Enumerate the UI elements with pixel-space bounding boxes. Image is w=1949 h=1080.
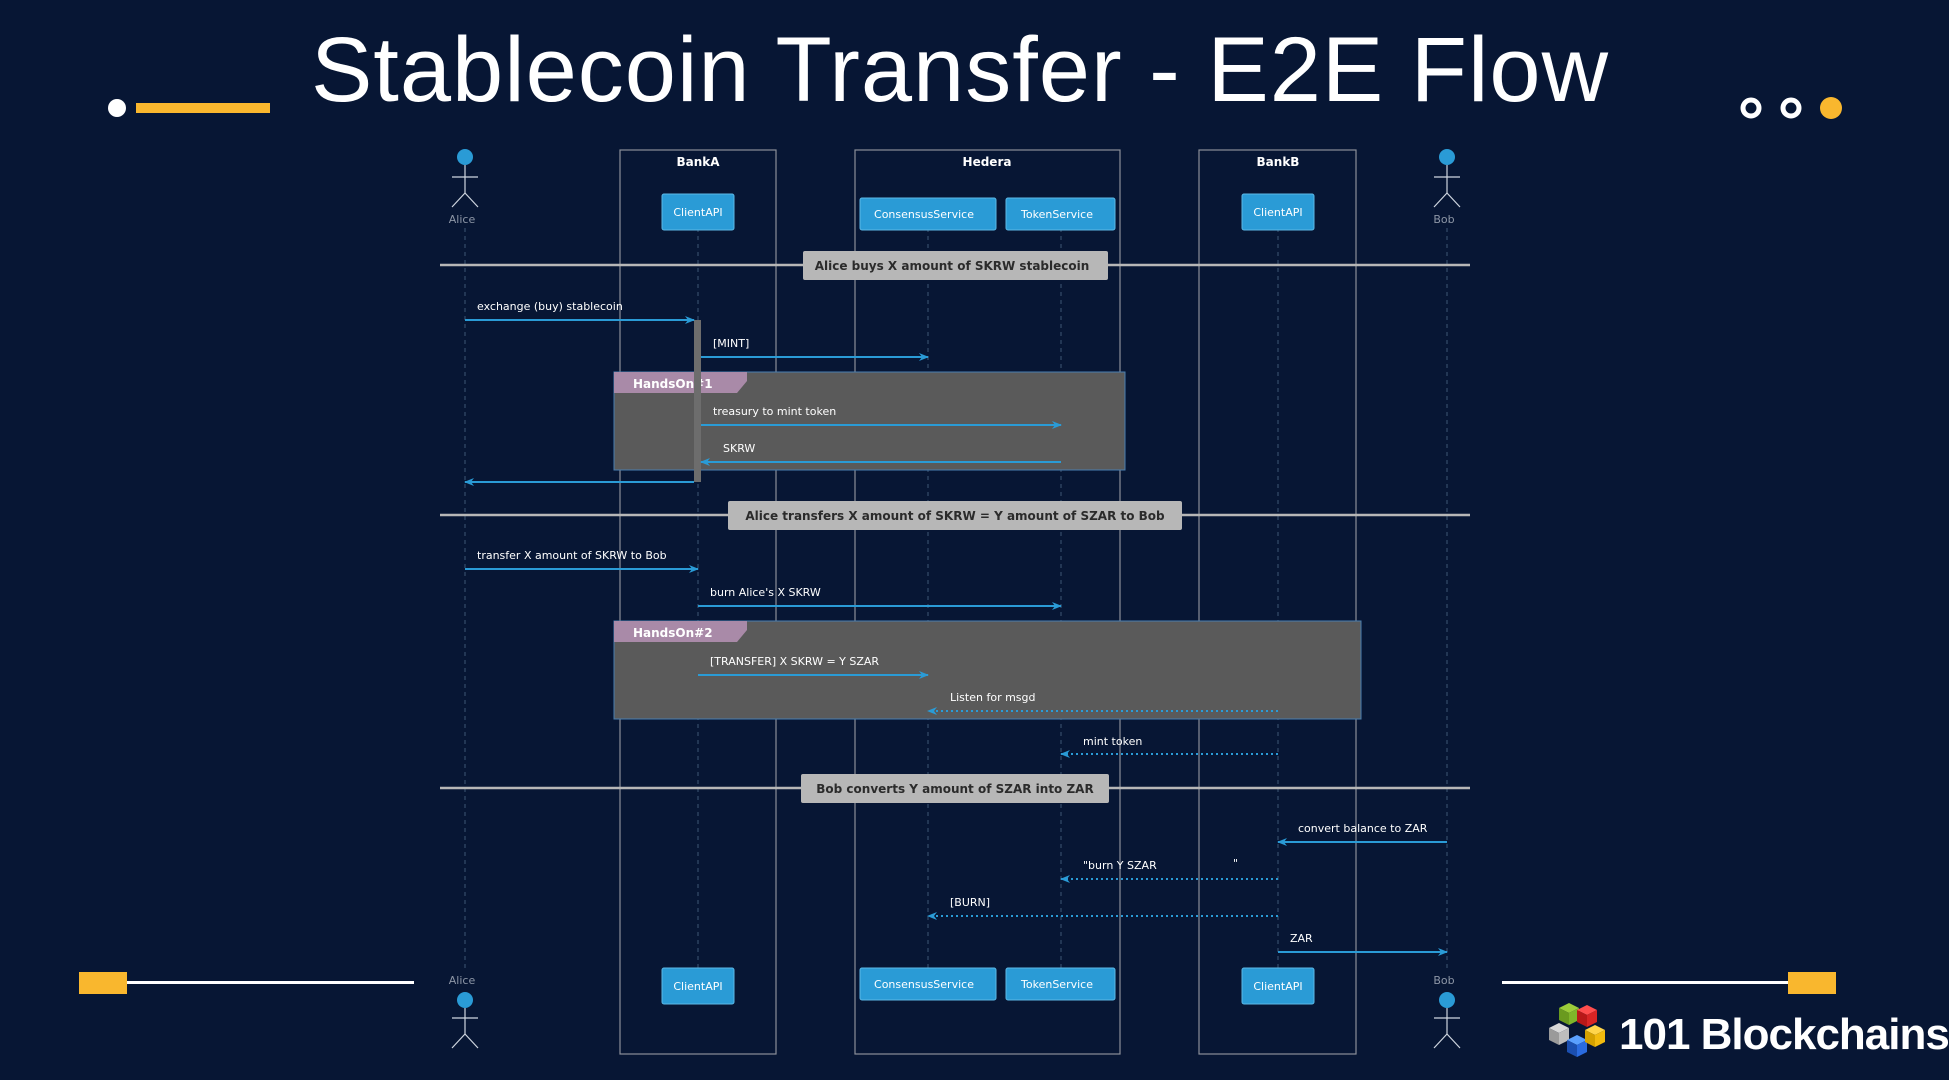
handson-2-frame: HandsOn#2	[613, 620, 1362, 720]
section-divider-1: Alice buys X amount of SKRW stablecoin	[440, 251, 1470, 280]
participant-label: TokenService	[1020, 208, 1093, 221]
message-label: transfer X amount of SKRW to Bob	[477, 549, 667, 562]
actor-alice-top: Alice	[449, 149, 479, 226]
message-burn-alice: burn Alice's X SKRW	[698, 586, 1062, 610]
actor-label-alice-bottom: Alice	[449, 974, 476, 987]
message-mint-token: mint token	[1060, 735, 1278, 758]
handson-label: HandsOn#2	[633, 626, 713, 640]
actor-alice-bottom: Alice	[449, 974, 479, 1049]
participant-token-service-bottom: TokenService	[1005, 967, 1116, 1001]
brand-logo: 101 Blockchains	[1545, 1000, 1949, 1070]
participant-label: ClientAPI	[1253, 206, 1302, 219]
participant-label: ConsensusService	[874, 208, 974, 221]
group-label-hedera: Hedera	[963, 155, 1012, 169]
participant-label: TokenService	[1020, 978, 1093, 991]
participant-label: ClientAPI	[673, 206, 722, 219]
actor-bob-top: Bob	[1433, 149, 1461, 226]
bottom-left-decoration	[79, 972, 414, 994]
handson-1-frame: HandsOn#1	[613, 371, 1126, 471]
top-right-decoration	[1740, 97, 1842, 119]
actor-label-alice-top: Alice	[449, 213, 476, 226]
group-label-bankb: BankB	[1257, 155, 1300, 169]
brand-name: 101 Blockchains	[1619, 1010, 1949, 1059]
message-listen-for-msgd: Listen for msgd	[927, 691, 1278, 715]
actor-label-bob-bottom: Bob	[1433, 974, 1454, 987]
participant-label: ClientAPI	[1253, 980, 1302, 993]
message-label: [MINT]	[713, 337, 749, 350]
handson-label: HandsOn#1	[633, 377, 713, 391]
message-treasury-mint: treasury to mint token	[701, 405, 1062, 429]
message-transfer-skrw-szar: [TRANSFER] X SKRW = Y SZAR	[698, 655, 929, 679]
message-label: Listen for msgd	[950, 691, 1036, 704]
participant-banka-clientapi-bottom: ClientAPI	[661, 967, 735, 1005]
participant-bankb-clientapi-top: ClientAPI	[1241, 193, 1315, 231]
participant-label: ClientAPI	[673, 980, 722, 993]
section-divider-2: Alice transfers X amount of SKRW = Y amo…	[440, 501, 1470, 530]
message-label: convert balance to ZAR	[1298, 822, 1428, 835]
group-box-hedera: Hedera	[854, 149, 1121, 1055]
message-label: [TRANSFER] X SKRW = Y SZAR	[710, 655, 879, 668]
message-convert-balance: convert balance to ZAR	[1277, 822, 1447, 846]
message-exchange-buy: exchange (buy) stablecoin	[465, 300, 695, 324]
message-label: [BURN]	[950, 896, 990, 909]
section-divider-label: Alice buys X amount of SKRW stablecoin	[815, 259, 1090, 273]
cube-logo-icon	[1549, 1003, 1605, 1057]
participant-label: ConsensusService	[874, 978, 974, 991]
message-skrw: SKRW	[700, 442, 1061, 466]
message-burn: [BURN]	[927, 896, 1278, 920]
top-left-decoration	[108, 99, 270, 117]
message-transfer-to-bob: transfer X amount of SKRW to Bob	[465, 549, 699, 573]
group-box-banka: BankA	[619, 149, 777, 1055]
message-label: ZAR	[1290, 932, 1313, 945]
participant-consensus-service-bottom: ConsensusService	[859, 967, 997, 1001]
slide-title: Stablecoin Transfer - E2E Flow	[310, 19, 1610, 121]
section-divider-3: Bob converts Y amount of SZAR into ZAR	[440, 774, 1470, 803]
group-label-banka: BankA	[676, 155, 720, 169]
activation-bar	[694, 320, 701, 482]
participant-token-service-top: TokenService	[1005, 197, 1116, 231]
actor-label-bob-top: Bob	[1433, 213, 1454, 226]
participant-bankb-clientapi-bottom: ClientAPI	[1241, 967, 1315, 1005]
actor-bob-bottom: Bob	[1433, 974, 1461, 1049]
group-box-bankb: BankB	[1198, 149, 1357, 1055]
message-mint: [MINT]	[701, 337, 929, 361]
participant-consensus-service-top: ConsensusService	[859, 197, 997, 231]
participant-banka-clientapi-top: ClientAPI	[661, 193, 735, 231]
message-zar: ZAR	[1278, 932, 1448, 956]
message-label: treasury to mint token	[713, 405, 836, 418]
message-burn-szar: "burn Y SZAR "	[1060, 857, 1278, 883]
lifelines	[464, 228, 1448, 970]
message-label: burn Alice's X SKRW	[710, 586, 821, 599]
bottom-right-decoration	[1502, 972, 1836, 994]
message-label: exchange (buy) stablecoin	[477, 300, 623, 313]
message-label: "burn Y SZAR	[1083, 859, 1157, 872]
stray-quote-mark: "	[1233, 857, 1238, 870]
section-divider-label: Bob converts Y amount of SZAR into ZAR	[816, 782, 1093, 796]
message-label: mint token	[1083, 735, 1142, 748]
message-label: SKRW	[723, 442, 755, 455]
section-divider-label: Alice transfers X amount of SKRW = Y amo…	[745, 509, 1165, 523]
